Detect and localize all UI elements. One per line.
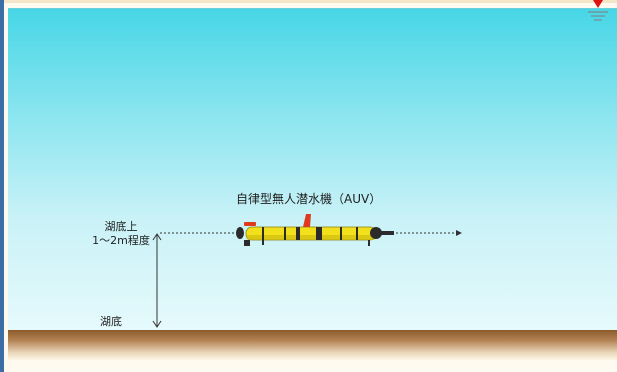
direction-arrow-icon xyxy=(456,230,462,236)
height-label: 湖底上 1〜2m程度 xyxy=(76,220,166,248)
height-arrow-top-head xyxy=(152,233,162,241)
auv-label: 自律型無人潜水機（AUV） xyxy=(236,192,382,206)
lake-water xyxy=(8,8,617,331)
height-label-line1: 湖底上 xyxy=(104,220,138,233)
height-label-line2: 1〜2m程度 xyxy=(92,234,150,247)
height-arrow-bottom-head xyxy=(152,320,162,328)
auv-vehicle-icon xyxy=(236,214,394,246)
lake-bottom-label: 湖底 xyxy=(100,315,122,328)
top-border xyxy=(0,0,617,3)
lake-bottom-sediment xyxy=(8,330,617,360)
water-surface-marker-icon xyxy=(588,0,608,21)
left-border xyxy=(0,0,4,372)
